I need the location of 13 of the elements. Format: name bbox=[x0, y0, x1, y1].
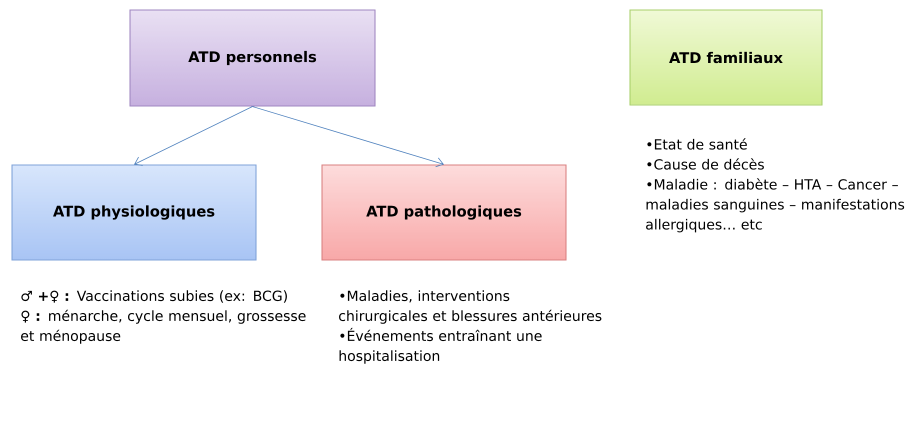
note-text: ♂ +♀ : Vaccinations subies (ex: BCG) bbox=[21, 290, 287, 303]
category-box: ATD personnels bbox=[129, 9, 376, 107]
note-text: ♀ : ménarche, cycle mensuel, grossesse et ménopause bbox=[21, 310, 306, 344]
category-box: ATD physiologiques bbox=[11, 164, 257, 261]
arrow bbox=[252, 106, 444, 168]
note-text: •Maladies, interventions chirurgicales et blessures antérieures bbox=[339, 290, 602, 324]
note-text: •Etat de santé bbox=[647, 138, 747, 150]
note-text: •Événements entraînant une hospitalisation bbox=[340, 328, 542, 364]
category-box: ATD pathologiques bbox=[321, 164, 567, 261]
category-box: ATD familiaux bbox=[629, 9, 823, 106]
arrow bbox=[134, 106, 253, 166]
note-text: •Maladie : diabète – HTA – Cancer – maladies sanguines – manifestations allergiques… etc bbox=[646, 178, 904, 232]
note-text: •Cause de décès bbox=[647, 158, 764, 170]
